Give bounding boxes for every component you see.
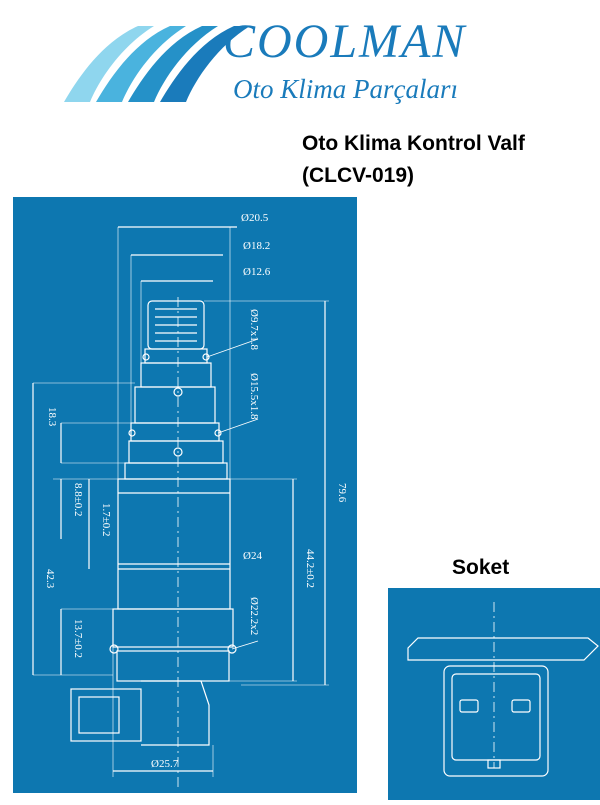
dim-top-small: Ø20.5 [241,212,269,224]
product-title: Oto Klima Kontrol Valf (CLCV-019) [302,128,525,191]
product-title-line2: (CLCV-019) [302,163,415,187]
dim-d2: Ø12.6 [243,266,271,278]
dim-body-len: 44.2±0.2 [304,549,316,588]
dim-total: 79.6 [336,483,348,503]
dim-oring2: Ø15.5x1.8 [248,373,260,420]
dim-h5: 13.7±0.2 [72,619,84,658]
socket-title: Soket [452,556,510,579]
dim-h3: 1.7±0.2 [100,503,112,537]
wave-logo-icon [64,26,250,102]
brand-tagline: Oto Klima Parçaları [233,74,459,104]
dim-oring3: Ø22.2x2 [248,597,260,635]
dim-body-d: Ø24 [243,550,262,562]
socket-drawing [388,588,600,800]
product-title-line1: Oto Klima Kontrol Valf [302,132,525,155]
brand-name: COOLMAN [223,15,467,68]
technical-drawing: Ø20.5 Ø18.2 Ø12.6 Ø9.7x1.8 Ø15.5x1.8 18.… [13,197,357,793]
dim-h2: 8.8±0.2 [72,483,84,517]
dim-h1: 18.3 [46,407,58,427]
dim-oring1: Ø9.7x1.8 [248,309,260,350]
dim-d1: Ø18.2 [243,240,270,252]
dim-h4: 42.3 [44,569,56,589]
valve-drawing: Ø20.5 Ø18.2 Ø12.6 Ø9.7x1.8 Ø15.5x1.8 18.… [32,212,348,787]
socket-connector-icon [407,602,599,777]
dim-bottom-d: Ø25.7 [151,758,179,770]
